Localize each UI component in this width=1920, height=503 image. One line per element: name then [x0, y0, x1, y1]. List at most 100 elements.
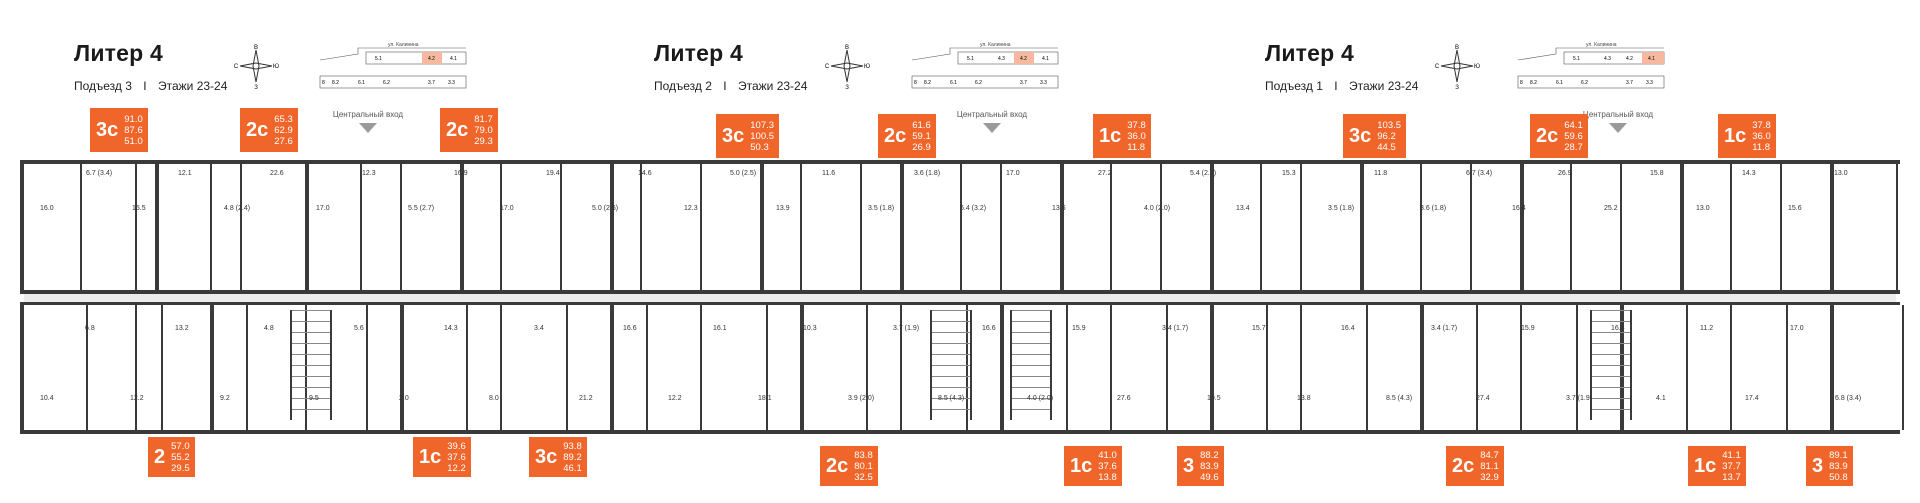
entrance-label: Центральный вход	[956, 110, 1028, 119]
room-area-label: 13.0	[1696, 205, 1710, 212]
wall-segment	[305, 305, 307, 430]
wall-segment	[80, 160, 82, 290]
svg-text:3.7: 3.7	[1626, 80, 1633, 86]
svg-text:З: З	[1455, 85, 1459, 90]
key-plan-icon: ул. Калинина 5.1 4.3 4.2 4.1 8 8.2 6.1 6…	[1516, 40, 1666, 92]
wall-segment	[1620, 305, 1624, 430]
area-without-balcony: 80.1	[854, 460, 873, 472]
svg-text:8: 8	[1520, 80, 1523, 86]
svg-text:6.1: 6.1	[1556, 80, 1563, 86]
svg-text:4.1: 4.1	[450, 56, 457, 62]
section-subtitle: Подъезд 1 I Этажи 23-24	[1265, 79, 1418, 93]
room-area-label: 15.9	[1072, 325, 1086, 332]
wall-segment	[866, 305, 868, 430]
area-without-balcony: 37.7	[1722, 460, 1741, 472]
wall-segment	[930, 387, 970, 388]
living-area: 49.6	[1200, 471, 1219, 483]
room-area-label: 6.7 (3.4)	[86, 170, 112, 177]
svg-text:3.7: 3.7	[428, 80, 435, 86]
room-area-label: 16.4	[1341, 325, 1355, 332]
room-area-label: 3.5 (1.8)	[868, 205, 894, 212]
area-without-balcony: 36.0	[1752, 130, 1771, 142]
apartment-type: 2	[154, 445, 166, 468]
wall-segment	[290, 354, 330, 355]
room-area-label: 17.0	[1006, 170, 1020, 177]
svg-text:ул. Калинина: ул. Калинина	[388, 42, 419, 48]
room-area-label: 13.4	[1236, 205, 1250, 212]
apartment-type: 2с	[446, 118, 469, 141]
wall-segment	[1160, 160, 1162, 290]
room-area-label: 15.9	[1521, 325, 1535, 332]
room-area-label: 27.2	[1098, 170, 1112, 177]
room-area-label: 17.4	[1745, 395, 1759, 402]
room-area-label: 22.6	[270, 170, 284, 177]
total-area: 91.0	[124, 113, 143, 125]
wall-segment	[930, 365, 970, 366]
wall-segment	[290, 321, 330, 322]
room-area-label: 26.9	[1558, 170, 1572, 177]
room-area-label: 5.5 (2.7)	[408, 205, 434, 212]
svg-text:3.3: 3.3	[1040, 80, 1047, 86]
wall-segment	[290, 310, 292, 420]
wall-segment	[20, 160, 24, 290]
key-plan-icon: ул. Калинина 5.1 4.2 4.1 8 8.2 6.1 6.2 3…	[318, 40, 468, 92]
wall-segment	[1010, 365, 1050, 366]
wall-segment	[1780, 160, 1782, 290]
living-area: 44.5	[1377, 141, 1396, 153]
svg-text:Ю: Ю	[273, 64, 279, 70]
total-area: 103.5	[1377, 119, 1402, 131]
central-entrance-marker: Центральный вход	[328, 110, 408, 133]
apartment-type: 3с	[722, 124, 745, 147]
section-subtitle: Подъезд 3 I Этажи 23-24	[74, 79, 227, 93]
wall-segment	[1300, 160, 1302, 290]
room-area-label: 12.3	[684, 205, 698, 212]
area-without-balcony: 36.0	[1127, 130, 1146, 142]
svg-text:4.2: 4.2	[1020, 56, 1027, 62]
wall-segment	[1420, 160, 1422, 290]
room-area-label: 15.8	[1650, 170, 1664, 177]
wall-segment	[1476, 305, 1478, 430]
wall-segment	[1110, 305, 1112, 430]
section-title: Литер 4	[74, 40, 163, 66]
apartment-type: 1с	[1099, 124, 1122, 147]
wall-segment	[1060, 160, 1064, 290]
wall-segment	[1590, 365, 1630, 366]
apartment-type: 3	[1183, 454, 1195, 477]
wall-segment	[366, 305, 368, 430]
room-area-label: 15.5	[132, 205, 146, 212]
wall-segment	[460, 160, 464, 290]
room-area-label: 9.2	[220, 395, 230, 402]
wall-segment	[930, 321, 970, 322]
living-area: 46.1	[563, 462, 582, 474]
wall-segment	[646, 305, 648, 430]
total-area: 37.8	[1752, 119, 1771, 131]
room-area-label: 12.1	[178, 170, 192, 177]
wall-segment	[1590, 376, 1630, 377]
room-area-label: 4.0 (2.0)	[1027, 395, 1053, 402]
svg-text:4.2: 4.2	[428, 56, 435, 62]
room-area-label: 3.4 (1.7)	[1162, 325, 1188, 332]
svg-text:5.1: 5.1	[967, 56, 974, 62]
entrance-number: Подъезд 1	[1265, 79, 1323, 93]
wall-segment	[246, 305, 248, 430]
living-area: 50.8	[1829, 471, 1848, 483]
